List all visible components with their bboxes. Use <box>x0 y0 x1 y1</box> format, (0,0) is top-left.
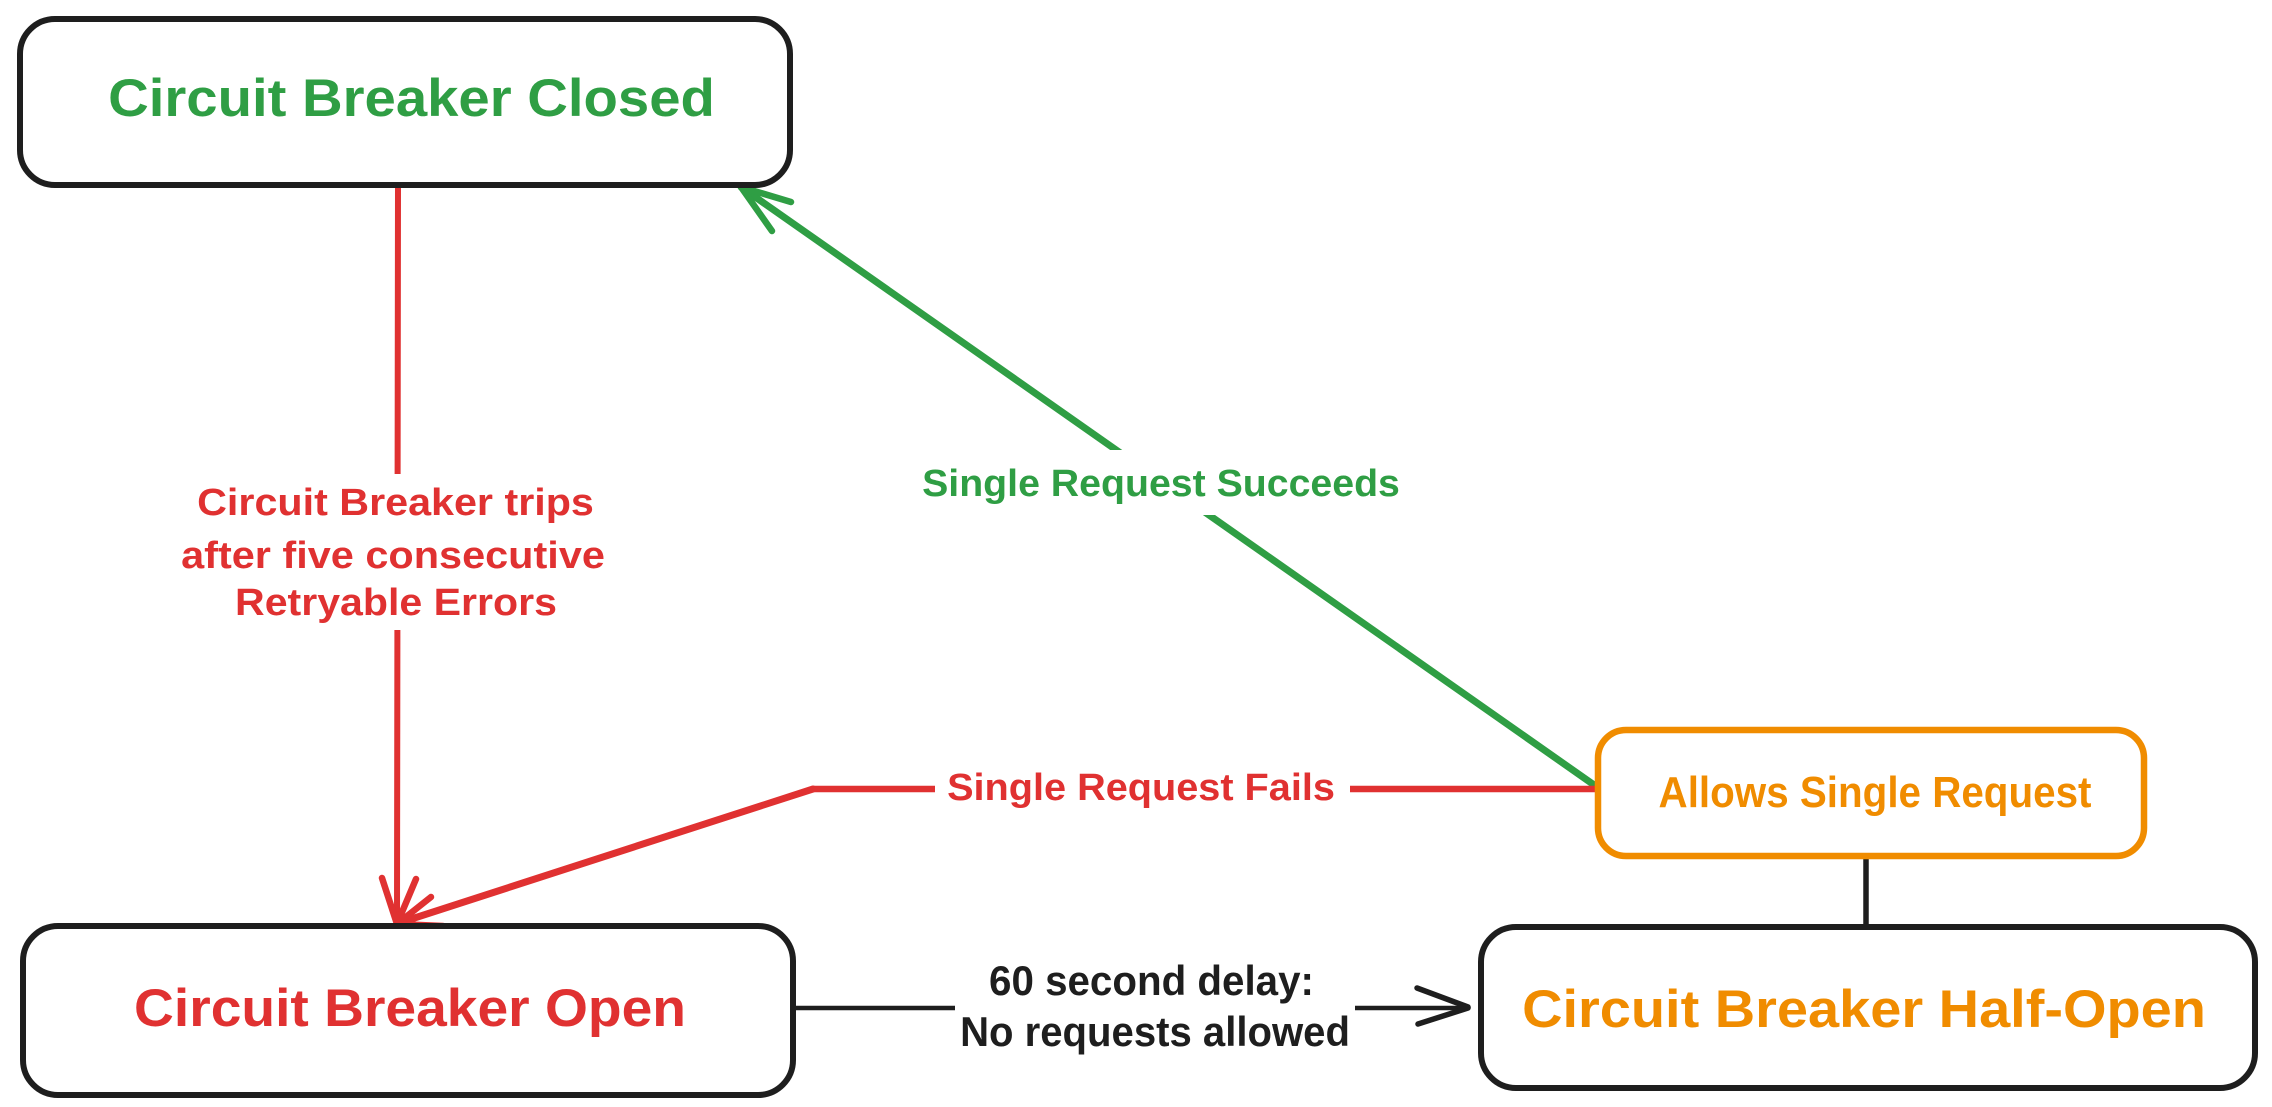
svg-text:Circuit Breaker Closed: Circuit Breaker Closed <box>108 68 715 127</box>
svg-text:after five consecutive: after five consecutive <box>181 535 605 577</box>
svg-text:60 second delay:: 60 second delay: <box>989 957 1314 1004</box>
svg-text:Circuit Breaker Half-Open: Circuit Breaker Half-Open <box>1522 979 2206 1038</box>
svg-text:Allows Single Request: Allows Single Request <box>1659 767 2092 816</box>
svg-text:Retryable Errors: Retryable Errors <box>235 581 557 623</box>
svg-text:Single Request Fails: Single Request Fails <box>947 767 1335 809</box>
svg-text:No requests allowed: No requests allowed <box>960 1008 1350 1055</box>
svg-text:Circuit Breaker trips: Circuit Breaker trips <box>197 481 594 523</box>
svg-text:Single Request Succeeds: Single Request Succeeds <box>922 463 1400 505</box>
svg-text:Circuit Breaker Open: Circuit Breaker Open <box>134 979 686 1038</box>
